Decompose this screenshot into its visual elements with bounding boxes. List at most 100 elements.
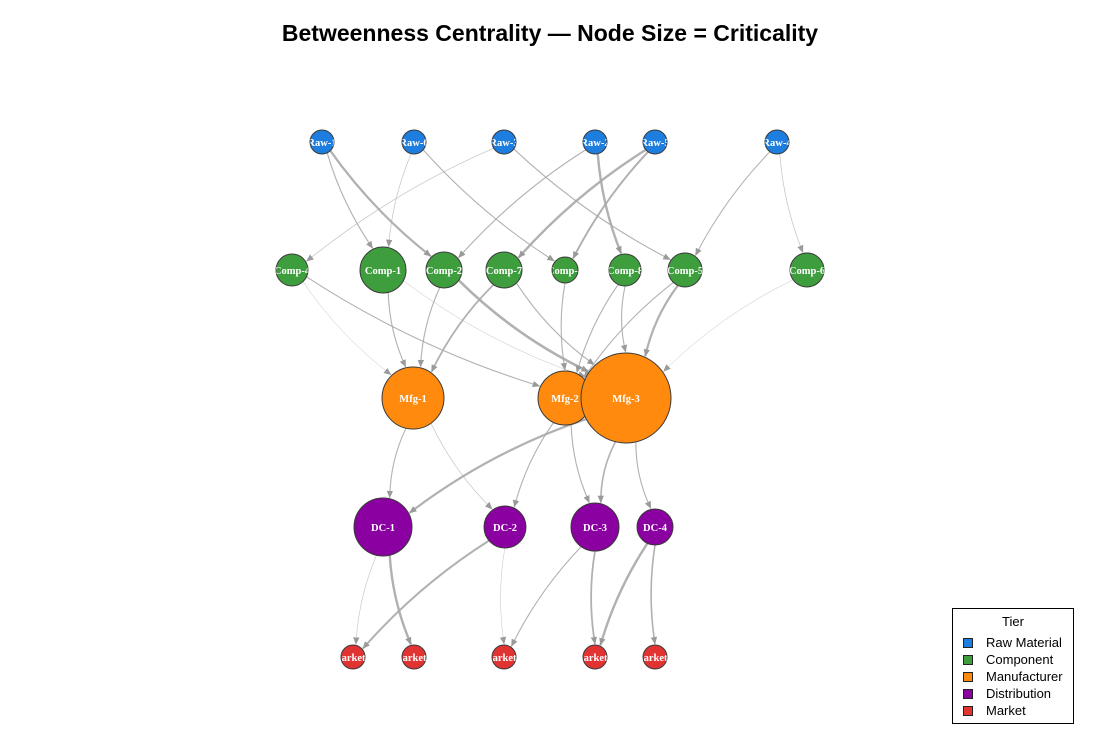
edge-comp-3-to-mfg-2 <box>560 282 567 371</box>
chart-title: Betweenness Centrality — Node Size = Cri… <box>281 20 819 46</box>
node-raw-5: Raw-5 <box>640 129 669 155</box>
node-circle <box>551 256 579 284</box>
edge-mfg-1-to-dc-1 <box>386 427 407 499</box>
edge-mfg-3-to-dc-1 <box>408 418 587 514</box>
node-circle <box>582 129 608 155</box>
node-label: Market-3 <box>483 653 526 664</box>
legend-item: Distribution <box>953 685 1073 702</box>
node-label: Mfg-2 <box>551 394 578 405</box>
node-label: DC-3 <box>583 523 607 534</box>
edge-dc-3-to-market-3 <box>510 546 582 647</box>
node-circle <box>608 253 642 287</box>
edge-comp-5-to-mfg-2 <box>583 281 674 378</box>
node-label: Raw-4 <box>762 138 792 149</box>
node-market-3: Market-3 <box>483 644 526 670</box>
edge-raw-1-to-comp-2 <box>329 150 432 258</box>
node-circle <box>401 644 427 670</box>
edge-dc-2-to-market-1 <box>362 539 490 650</box>
node-circle <box>309 129 335 155</box>
node-mfg-3: Mfg-3 <box>580 352 672 444</box>
node-label: Comp-6 <box>789 266 825 277</box>
legend-item: Manufacturer <box>953 668 1073 685</box>
legend-label: Market <box>986 703 1026 718</box>
node-label: Comp-8 <box>607 266 643 277</box>
node-label: Market-2 <box>393 653 436 664</box>
legend-title: Tier <box>1002 614 1024 629</box>
edge-comp-6-to-mfg-3 <box>663 279 794 372</box>
edge-dc-1-to-market-1 <box>353 555 377 645</box>
edge-raw-2-to-comp-2 <box>458 149 587 259</box>
node-dc-4: DC-4 <box>636 508 674 546</box>
legend-swatch <box>963 654 973 665</box>
edge-raw-3-to-comp-5 <box>513 148 671 261</box>
legend-label: Manufacturer <box>986 669 1063 684</box>
node-label: Comp-4 <box>274 266 311 277</box>
node-comp-3: Comp-3 <box>547 256 583 284</box>
edge-raw-5-to-comp-3 <box>572 151 649 260</box>
node-circle <box>642 644 668 670</box>
edge-raw-3-to-comp-4 <box>306 147 494 262</box>
node-raw-6: Raw-6 <box>399 129 428 155</box>
edge-raw-5-to-comp-7 <box>517 148 647 259</box>
edge-comp-1-to-mfg-1 <box>387 292 407 368</box>
node-label: Raw-5 <box>640 138 669 149</box>
edge-raw-4-to-comp-5 <box>695 151 771 256</box>
edge-comp-5-to-mfg-3 <box>643 284 679 357</box>
edges-layer <box>302 147 804 650</box>
edge-mfg-2-to-dc-3 <box>570 424 590 504</box>
node-label: Raw-6 <box>399 138 428 149</box>
node-label: Comp-3 <box>547 266 583 277</box>
node-comp-6: Comp-6 <box>789 252 825 288</box>
node-market-2: Market-2 <box>393 644 436 670</box>
edge-dc-4-to-market-4 <box>599 542 649 646</box>
edge-comp-2-to-mfg-1 <box>417 287 441 368</box>
node-raw-2: Raw-2 <box>582 129 608 155</box>
node-comp-5: Comp-5 <box>667 252 703 288</box>
node-comp-7: Comp-7 <box>485 251 523 289</box>
node-label: Mfg-1 <box>399 394 426 405</box>
node-circle <box>667 252 703 288</box>
node-raw-4: Raw-4 <box>762 129 792 155</box>
node-label: Comp-7 <box>486 266 522 277</box>
node-label: DC-1 <box>371 523 395 534</box>
node-market-1: Market-1 <box>332 644 375 670</box>
edge-raw-6-to-comp-1 <box>385 153 412 248</box>
edge-comp-7-to-mfg-3 <box>515 282 595 366</box>
node-dc-1: DC-1 <box>353 497 413 557</box>
node-comp-1: Comp-1 <box>359 246 407 294</box>
edge-dc-3-to-market-4 <box>590 550 597 645</box>
node-label: DC-4 <box>643 523 668 534</box>
node-label: Comp-5 <box>667 266 703 277</box>
node-circle <box>570 502 620 552</box>
edge-raw-1-to-comp-1 <box>326 152 374 249</box>
node-circle <box>636 508 674 546</box>
node-circle <box>642 129 668 155</box>
edge-raw-4-to-comp-6 <box>779 153 804 253</box>
edge-comp-7-to-mfg-1 <box>430 284 495 373</box>
node-market-5: Market-5 <box>642 644 668 670</box>
edge-mfg-3-to-dc-4 <box>635 441 652 509</box>
legend-item: Market <box>953 702 1073 719</box>
legend-label: Component <box>986 652 1054 667</box>
edge-mfg-3-to-dc-3 <box>597 441 617 504</box>
node-circle <box>582 644 608 670</box>
node-label: Raw-3 <box>489 138 518 149</box>
legend-swatch <box>963 705 973 716</box>
node-mfg-2: Mfg-2 <box>537 370 593 426</box>
edge-dc-4-to-market-5 <box>650 544 658 645</box>
legend-item: Raw Material <box>953 634 1073 651</box>
node-circle <box>485 251 523 289</box>
edge-dc-1-to-market-2 <box>388 555 413 645</box>
edge-comp-8-to-mfg-3 <box>620 285 628 353</box>
legend-swatch <box>963 637 973 648</box>
node-label: Comp-1 <box>365 266 401 277</box>
node-circle <box>353 497 413 557</box>
legend-item: Component <box>953 651 1073 668</box>
node-label: Market-1 <box>332 653 375 664</box>
node-comp-4: Comp-4 <box>274 253 311 287</box>
edge-comp-4-to-mfg-1 <box>302 281 392 376</box>
node-mfg-1: Mfg-1 <box>381 366 445 430</box>
node-label: Raw-1 <box>307 138 336 149</box>
